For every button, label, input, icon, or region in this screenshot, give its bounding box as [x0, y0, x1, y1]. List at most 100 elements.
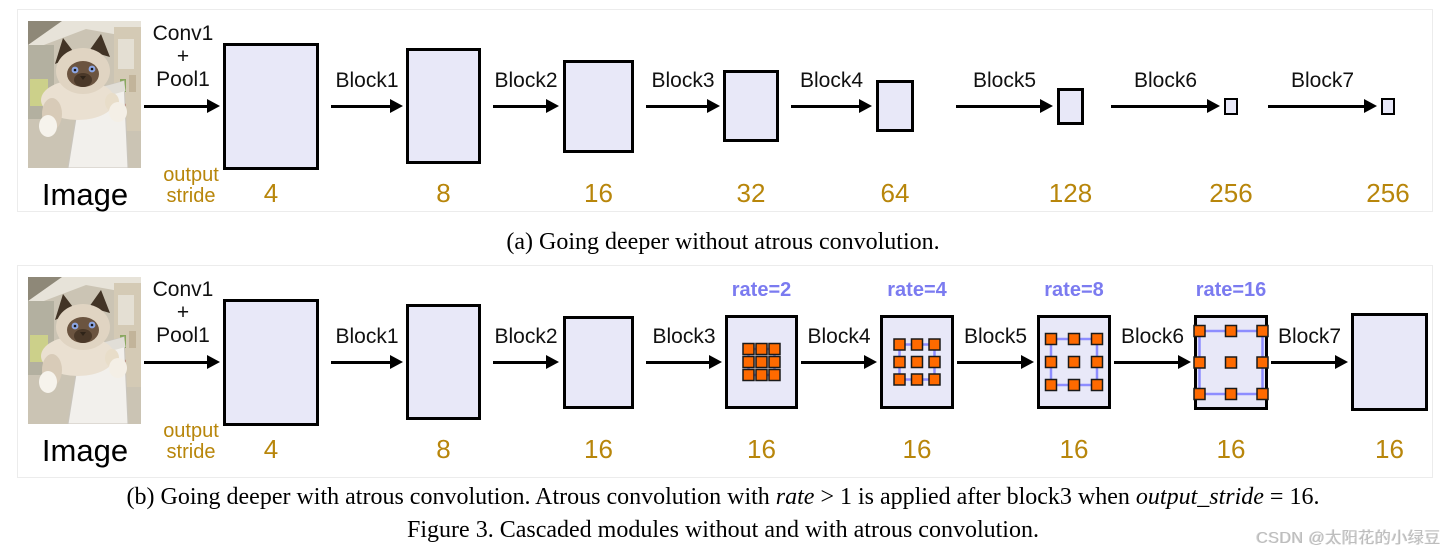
arrow [1111, 104, 1210, 108]
arrow [646, 104, 710, 108]
arrow-head [390, 355, 403, 369]
conv-label-line: + [176, 45, 190, 68]
sampling-point-dot [893, 338, 906, 351]
feature-map-box [1057, 87, 1084, 125]
block-label: Block2 [494, 69, 558, 92]
feature-map-box [223, 298, 319, 426]
output-stride-value: 256 [1209, 178, 1253, 208]
arrow [956, 104, 1043, 108]
conv-pool-label: Conv1 + Pool1 [137, 278, 229, 347]
arrow [493, 104, 549, 108]
arrow-head [207, 99, 220, 113]
sampling-point-dot [1256, 355, 1269, 369]
arrow [957, 360, 1024, 364]
caption-b-text: (b) Going deeper with atrous convolution… [126, 484, 776, 510]
block-label: Block1 [335, 69, 399, 92]
output-stride-value: 16 [1375, 434, 1404, 464]
output-stride-value: 256 [1366, 178, 1410, 208]
conv-label-line: Pool1 [156, 324, 210, 347]
input-cat-image [28, 277, 141, 425]
sampling-point-dot [755, 355, 768, 369]
caption-a: (a) Going deeper without atrous convolut… [506, 229, 940, 255]
feature-map-box [1351, 313, 1428, 411]
feature-map-box [723, 70, 779, 142]
feature-map-box [876, 80, 914, 132]
sampling-point-dot [1193, 324, 1206, 337]
sampling-point-dot [910, 355, 924, 369]
block-label: Block1 [335, 325, 399, 348]
sampling-point-dot [1224, 324, 1238, 337]
arrow [791, 104, 862, 108]
arrow-head [1364, 99, 1377, 113]
block-label: Block7 [1290, 69, 1355, 92]
block-label: Block5 [972, 69, 1037, 92]
output-stride-caption-line: stride [166, 441, 216, 463]
sampling-point-dot [893, 355, 906, 369]
sampling-point-dot [768, 355, 781, 369]
atrous-sampling-grid [1044, 332, 1104, 392]
rate-label: rate=2 [731, 279, 792, 301]
sampling-point-dot [1256, 387, 1269, 400]
sampling-point-dot [910, 373, 924, 386]
arrow [331, 104, 393, 108]
arrow [493, 360, 549, 364]
output-stride-caption-line: output [163, 164, 219, 186]
feature-map-box [1224, 97, 1238, 115]
output-stride-value: 128 [1048, 178, 1093, 208]
cat-photo-svg [28, 21, 141, 169]
cat-photo-svg [28, 277, 141, 425]
output-stride-value: 16 [747, 434, 776, 464]
block-label: Block3 [652, 325, 716, 348]
arrow-head [1021, 355, 1034, 369]
sampling-point-dot [742, 368, 755, 382]
arrow-head [1040, 99, 1053, 113]
output-stride-value: 8 [436, 434, 451, 464]
conv-label-line: Conv1 [152, 22, 214, 45]
rate-label: rate=16 [1195, 279, 1267, 301]
sampling-point-dot [1067, 378, 1081, 392]
sampling-point-dot [1224, 387, 1238, 400]
sampling-point-dot [928, 373, 941, 386]
arrow [646, 360, 712, 364]
arrow-head [859, 99, 872, 113]
rate-label: rate=4 [887, 279, 947, 301]
arrow [144, 104, 210, 108]
output-stride-caption: output stride [145, 421, 237, 463]
arrow [801, 360, 867, 364]
sampling-point-dot [755, 368, 768, 382]
sampling-point-dot [768, 342, 781, 356]
arrow-head [390, 99, 403, 113]
sampling-point-dot [755, 342, 768, 356]
feature-map-box [725, 315, 798, 409]
arrow [331, 360, 393, 364]
output-stride-caption: output stride [145, 165, 237, 207]
input-cat-image [28, 21, 141, 169]
output-stride-caption-line: output [163, 420, 219, 442]
block-label: Block4 [807, 325, 871, 348]
output-stride-value: 32 [736, 178, 766, 208]
arrow [144, 360, 210, 364]
figure-caption: Figure 3. Cascaded modules without and w… [407, 517, 1039, 543]
feature-map-box [1037, 315, 1111, 409]
rate-label: rate=8 [1044, 279, 1104, 301]
feature-map-box [406, 304, 481, 420]
block-label: Block6 [1120, 325, 1185, 348]
caption-b-math-term: rate [775, 484, 815, 510]
arrow-head [546, 99, 559, 113]
block-label: Block5 [963, 325, 1028, 348]
arrow-head [546, 355, 559, 369]
sampling-point-dot [1256, 324, 1269, 337]
arrow-head [864, 355, 877, 369]
arrow-head [1178, 355, 1191, 369]
output-stride-value: 16 [1216, 434, 1246, 464]
output-stride-value: 16 [902, 434, 932, 464]
sampling-point-dot [1044, 332, 1058, 346]
block-label: Block6 [1133, 69, 1198, 92]
feature-map-box [880, 315, 954, 409]
conv-label-line: + [176, 301, 190, 324]
sampling-point-dot [1090, 378, 1104, 392]
conv-pool-label: Conv1 + Pool1 [137, 22, 229, 91]
